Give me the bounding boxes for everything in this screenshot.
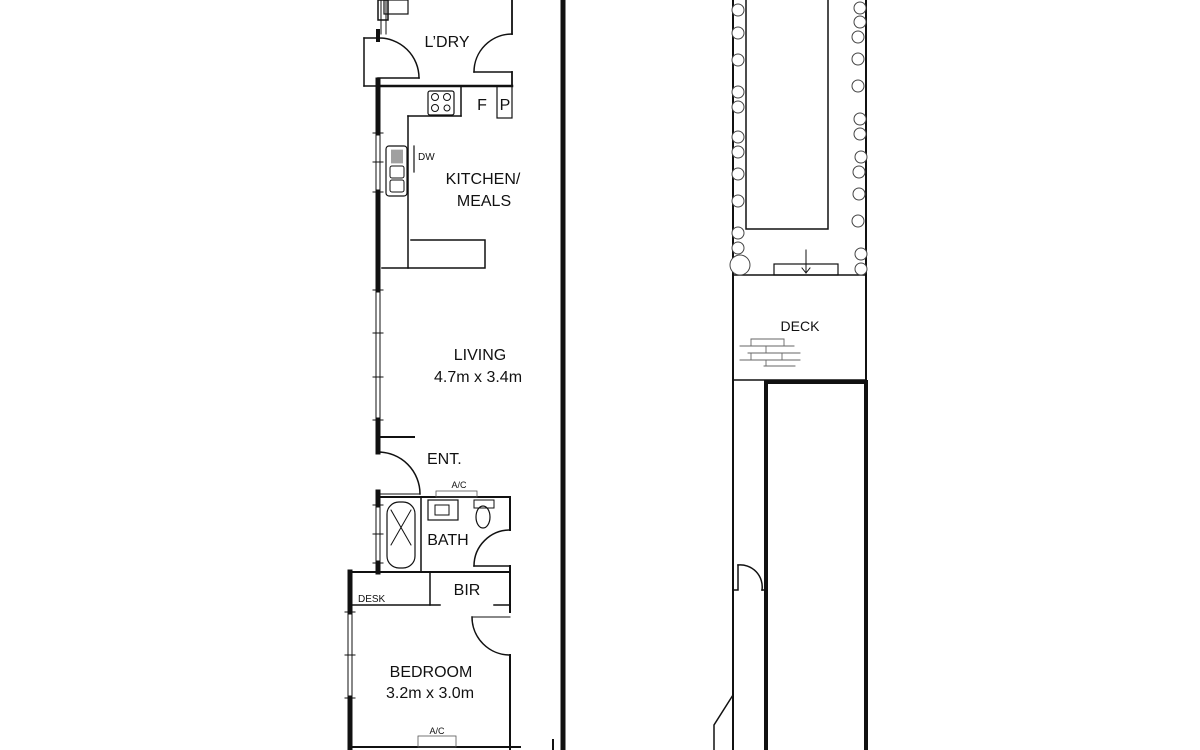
sink-icon [385, 145, 408, 197]
deck-boards-icon [739, 338, 801, 367]
fixture-label-ac-bath: A/C [451, 480, 467, 490]
room-label-kitchen: KITCHEN/ [446, 171, 521, 188]
bathtub-icon [386, 501, 416, 569]
fixture-label-pantry: P [500, 97, 511, 114]
room-label-deck: DECK [781, 318, 821, 334]
room-label-bath: BATH [427, 532, 468, 549]
room-label-bir: BIR [454, 582, 481, 599]
fixture-label-ac-bedroom: A/C [429, 726, 445, 736]
hedge-icon [729, 1, 868, 276]
fixture-label-dishwasher: DW [418, 152, 435, 163]
room-label-bedroom: BEDROOM [390, 664, 473, 681]
fixture-label-fridge: F [477, 97, 487, 114]
room-label-laundry: L’DRY [424, 34, 469, 51]
basin-icon [427, 499, 459, 521]
toilet-icon [475, 505, 491, 529]
cooktop-icon [427, 90, 455, 116]
room-label-entry: ENT. [427, 451, 462, 468]
room-dims-bedroom: 3.2m x 3.0m [386, 685, 474, 702]
room-label-desk: DESK [358, 594, 386, 605]
room-label-meals: MEALS [457, 193, 511, 210]
room-dims-living: 4.7m x 3.4m [434, 369, 522, 386]
room-label-living: LIVING [454, 347, 506, 364]
